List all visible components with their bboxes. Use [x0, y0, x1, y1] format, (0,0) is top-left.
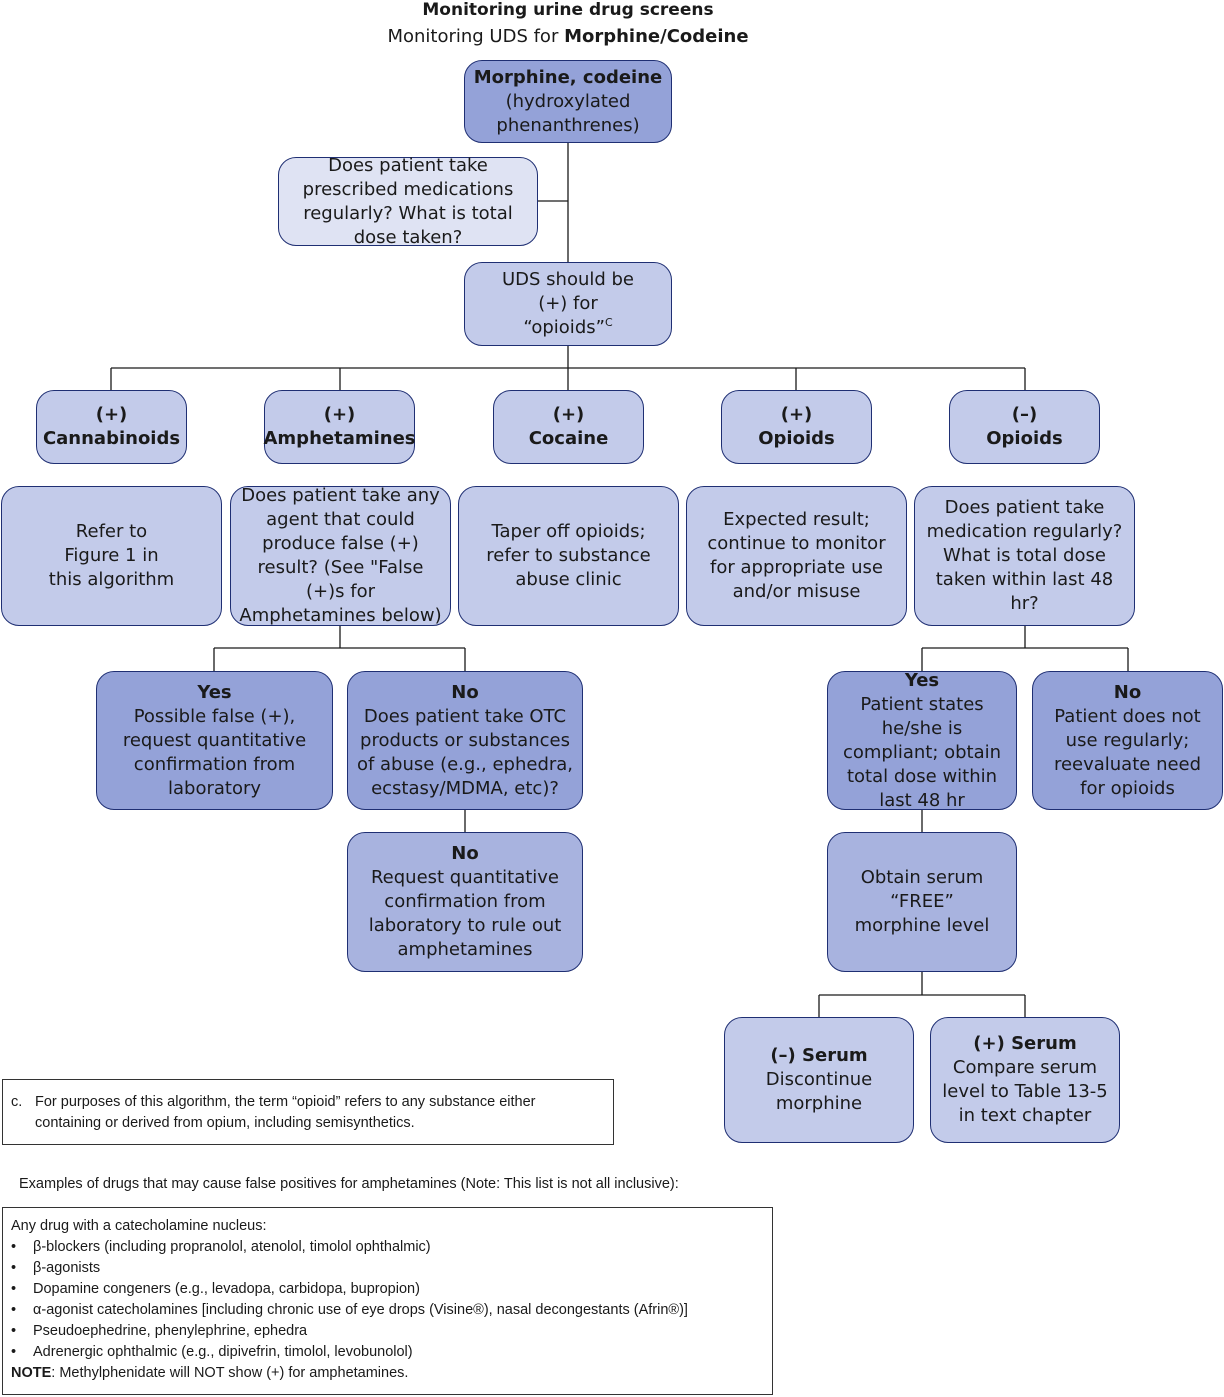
- node-amph-question: Does patient take any agent that could p…: [230, 485, 451, 626]
- drug-list-item: Adrenergic ophthalmic (e.g., dipivefrin,…: [11, 1342, 766, 1363]
- node-amph-question-text: Does patient take any agent that could p…: [239, 485, 442, 626]
- node-serum-positive-text: Compare serum level to Table 13-5 in tex…: [942, 1057, 1108, 1126]
- node-opioids-positive: (+) Opioids: [721, 390, 872, 464]
- page-subtitle: Monitoring UDS for Morphine/Codeine: [0, 26, 1136, 47]
- drug-list-item: β-agonists: [11, 1258, 766, 1279]
- footnote-label: c.: [11, 1094, 23, 1110]
- node-amph-yes: Yes Possible false (+), request quantita…: [96, 671, 333, 810]
- node-amph-no2-text: Request quantitative confirmation from l…: [368, 867, 562, 960]
- subtitle-drug: Morphine/Codeine: [564, 26, 749, 47]
- node-cannabinoids-sign: (+): [95, 404, 128, 425]
- node-amphetamines: (+) Amphetamines: [263, 390, 416, 464]
- drug-list-note-text: : Methylphenidate will NOT show (+) for …: [51, 1365, 409, 1381]
- node-amph-no2-title: No: [451, 843, 479, 864]
- node-taper-opioids: Taper off opioids; refer to substance ab…: [458, 486, 679, 626]
- node-expected-result-text: Expected result; continue to monitor for…: [707, 509, 886, 602]
- node-neg-yes-title: Yes: [904, 669, 940, 691]
- node-uds-text-wrap: UDS should be (+) for “opioids”C: [493, 268, 643, 340]
- drug-list-box: Any drug with a catecholamine nucleus: β…: [2, 1207, 773, 1395]
- node-neg-yes-text: Patient states he/she is compliant; obta…: [842, 693, 1002, 811]
- node-neg-no: No Patient does not use regularly; reeva…: [1032, 671, 1223, 810]
- node-morphine-codeine-title: Morphine, codeine: [473, 66, 663, 88]
- node-opioids-negative-label: Opioids: [986, 428, 1063, 449]
- page-title: Monitoring urine drug screens: [422, 0, 714, 20]
- drug-list: β-blockers (including propranolol, ateno…: [11, 1237, 766, 1363]
- node-opioids-negative: (–) Opioids: [949, 390, 1100, 464]
- drug-list-item: Dopamine congeners (e.g., levadopa, carb…: [11, 1279, 766, 1300]
- node-refer-figure: Refer to Figure 1 in this algorithm: [1, 486, 222, 626]
- node-amph-yes-title: Yes: [197, 681, 232, 703]
- node-taper-opioids-text: Taper off opioids; refer to substance ab…: [486, 521, 651, 590]
- node-neg-question: Does patient take medication regularly? …: [914, 486, 1135, 626]
- node-serum-negative-title: (–) Serum: [770, 1045, 868, 1066]
- node-serum-positive: (+) Serum Compare serum level to Table 1…: [930, 1017, 1120, 1143]
- drug-list-note-label: NOTE: [11, 1365, 52, 1381]
- node-serum-negative: (–) Serum Discontinue morphine: [724, 1017, 914, 1143]
- node-neg-no-text: Patient does not use regularly; reevalua…: [1053, 705, 1202, 799]
- node-cocaine-label: Cocaine: [528, 428, 609, 449]
- node-morphine-codeine-text: (hydroxylated phenanthrenes): [496, 90, 640, 136]
- node-neg-question-text: Does patient take medication regularly? …: [926, 497, 1123, 614]
- node-serum-negative-text: Discontinue morphine: [765, 1069, 873, 1114]
- node-cannabinoids-label: Cannabinoids: [42, 428, 181, 449]
- footnote-text: For purposes of this algorithm, the term…: [35, 1094, 536, 1131]
- node-opioids-positive-sign: (+): [780, 404, 813, 425]
- node-serum-positive-title: (+) Serum: [973, 1033, 1077, 1054]
- drug-list-heading: Any drug with a catecholamine nucleus:: [11, 1218, 267, 1234]
- node-cannabinoids: (+) Cannabinoids: [36, 390, 187, 464]
- node-amph-yes-text: Possible false (+), request quantitative…: [122, 705, 307, 799]
- node-neg-no-title: No: [1113, 681, 1142, 703]
- node-amph-no-title: No: [451, 681, 479, 703]
- node-amph-no2: No Request quantitative confirmation fro…: [347, 832, 583, 972]
- node-uds-text: UDS should be (+) for “opioids”: [501, 269, 635, 338]
- footnote-box: c. For purposes of this algorithm, the t…: [2, 1079, 614, 1145]
- node-amphetamines-label: Amphetamines: [263, 428, 416, 449]
- drug-list-item: Pseudoephedrine, phenylephrine, ephedra: [11, 1321, 766, 1342]
- node-opioids-positive-label: Opioids: [758, 428, 835, 449]
- node-opioids-negative-sign: (–): [1011, 404, 1038, 425]
- node-refer-figure-text: Refer to Figure 1 in this algorithm: [48, 521, 175, 590]
- node-amphetamines-sign: (+): [323, 404, 356, 425]
- node-amph-no: No Does patient take OTC products or sub…: [347, 671, 583, 810]
- node-prescribed-question: Does patient take prescribed medications…: [278, 155, 538, 248]
- node-cocaine-sign: (+): [552, 404, 585, 425]
- node-expected-result: Expected result; continue to monitor for…: [686, 486, 907, 626]
- subtitle-prefix: Monitoring UDS for: [387, 26, 565, 47]
- footnote-ref: C: [604, 316, 613, 329]
- node-morphine-codeine: Morphine, codeine (hydroxylated phenanth…: [464, 60, 672, 143]
- node-obtain-serum-text: Obtain serum “FREE” morphine level: [854, 867, 990, 936]
- drug-list-note: NOTE: Methylphenidate will NOT show (+) …: [11, 1363, 766, 1384]
- node-cocaine: (+) Cocaine: [493, 390, 644, 464]
- node-obtain-serum: Obtain serum “FREE” morphine level: [827, 832, 1017, 972]
- node-uds-should-be: UDS should be (+) for “opioids”C: [464, 262, 672, 346]
- drug-list-item: β-blockers (including propranolol, ateno…: [11, 1237, 766, 1258]
- node-neg-yes: Yes Patient states he/she is compliant; …: [827, 669, 1017, 811]
- node-prescribed-question-text: Does patient take prescribed medications…: [302, 154, 514, 248]
- drug-list-item: α-agonist catecholamines [including chro…: [11, 1300, 766, 1321]
- node-amph-no-text: Does patient take OTC products or substa…: [356, 705, 574, 799]
- examples-intro: Examples of drugs that may cause false p…: [19, 1176, 679, 1192]
